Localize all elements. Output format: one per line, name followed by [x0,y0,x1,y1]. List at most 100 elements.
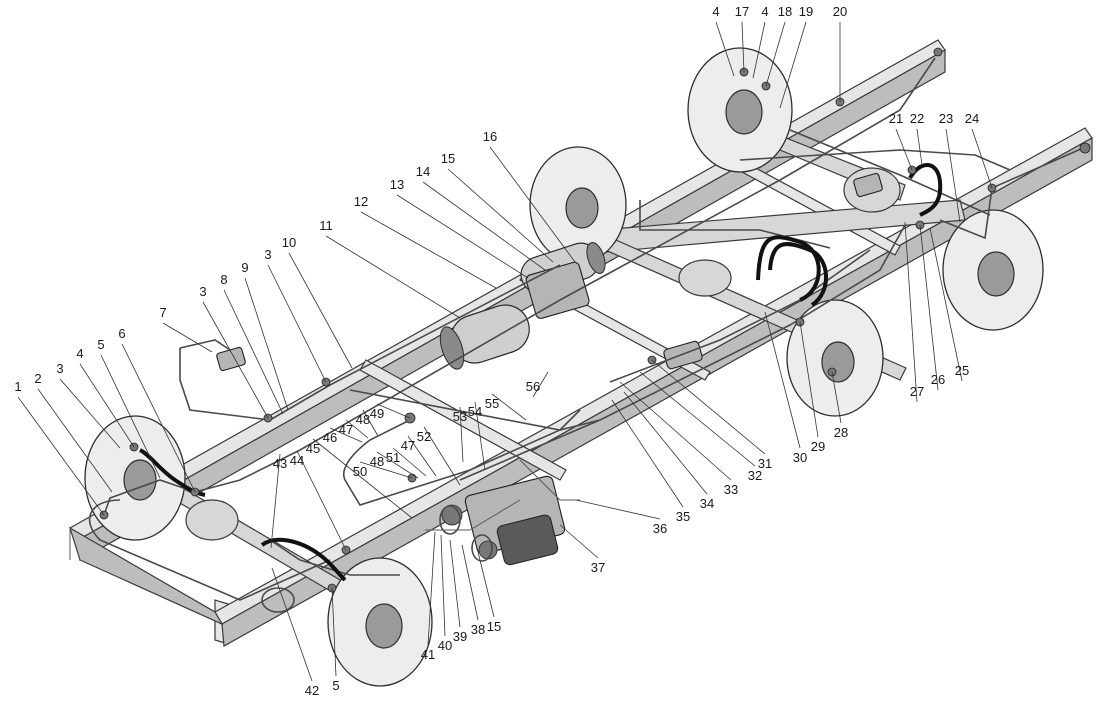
callout-leader [312,438,413,519]
callout-number: 40 [438,638,452,653]
callout-leader [270,453,281,549]
callout-number: 19 [799,4,813,19]
callout-leader [59,378,121,449]
callout-leader [971,128,993,189]
callout-leader [651,359,766,455]
callout-number: 53 [453,409,467,424]
callout-leader [489,146,576,263]
callout-number: 43 [273,456,287,471]
callout-number: 13 [390,177,404,192]
callout-number: 49 [370,406,384,421]
callout-number: 3 [264,247,271,262]
callout-leader [329,427,363,443]
callout-leader [267,264,327,383]
valve-units [216,172,883,566]
fittings [99,47,1091,593]
callout-leader [37,388,113,493]
callout-leader [376,403,411,419]
callout-number: 1 [14,379,21,394]
callout-leader [752,21,766,79]
callout-leader [392,447,427,477]
callout-number: 2 [34,371,41,386]
callout-number: 50 [353,464,367,479]
callout-leader [345,419,369,439]
callout-leader [271,567,313,682]
callout-number: 30 [793,450,807,465]
callout-leader [779,21,807,109]
callout-number: 26 [931,372,945,387]
callout-leader [474,401,486,471]
callout-number: 3 [56,361,63,376]
callout-number: 24 [965,111,979,126]
callout-leader [162,322,213,353]
callout-leader [765,21,786,87]
callout-number: 35 [676,509,690,524]
callout-leader [532,371,549,398]
callout-leader [396,194,529,279]
callout-number: 25 [955,363,969,378]
callout-number: 33 [724,482,738,497]
callout-leader [945,128,961,223]
callout-leader [741,21,745,73]
callout-number: 23 [939,111,953,126]
callout-leader [895,128,913,171]
callout-number: 15 [487,619,501,634]
callout-leader [325,235,461,319]
callout-leader [461,544,479,621]
callout-number: 45 [306,441,320,456]
callout-leader [407,435,437,477]
callout-leader [447,168,554,263]
callout-number: 55 [485,396,499,411]
callout-number: 3 [199,284,206,299]
callout-leader [296,450,347,551]
callout-number: 44 [290,453,304,468]
callout-leader [359,461,413,479]
callout-leader [100,354,161,479]
callout-leader [376,451,419,479]
callout-leader [916,128,923,166]
callout-number: 32 [748,468,762,483]
callout-leader [799,321,819,438]
callout-number: 31 [758,456,772,471]
callout-number: 38 [471,622,485,637]
callout-leader [449,539,461,628]
callout-leader [619,381,732,481]
callout-number: 42 [305,683,319,698]
callout-leader [477,551,495,618]
callout-leader [491,393,527,421]
callout-number: 48 [370,454,384,469]
callout-leader [904,221,918,403]
callout-number: 12 [354,194,368,209]
callout-leader [121,343,196,493]
callout-number: 36 [653,521,667,536]
callout-number: 16 [483,129,497,144]
callout-leader [288,252,353,369]
callout-number: 28 [834,425,848,440]
callout-leader [79,363,135,448]
callout-number: 5 [97,337,104,352]
callout-leader [919,224,939,391]
callout-number: 41 [421,647,435,662]
callout-number: 54 [468,404,482,419]
callout-number: 48 [356,412,370,427]
callout-number: 18 [778,4,792,19]
callout-number: 47 [339,422,353,437]
callout-number: 7 [159,305,166,320]
callout-leader [362,409,379,437]
callout-number: 22 [910,111,924,126]
callout-leader [331,587,337,677]
callout-number: 27 [910,384,924,399]
callout-number: 4 [76,346,83,361]
callout-leader [559,524,599,559]
flexible-hoses [138,163,943,613]
callout-leader [575,499,661,520]
callout-number: 34 [700,496,714,511]
callout-leader [929,227,963,382]
frame-rails [68,39,1093,647]
callout-leader [427,531,436,646]
callout-number: 37 [591,560,605,575]
callout-leader [831,371,842,424]
brake-pipes [88,57,1091,601]
